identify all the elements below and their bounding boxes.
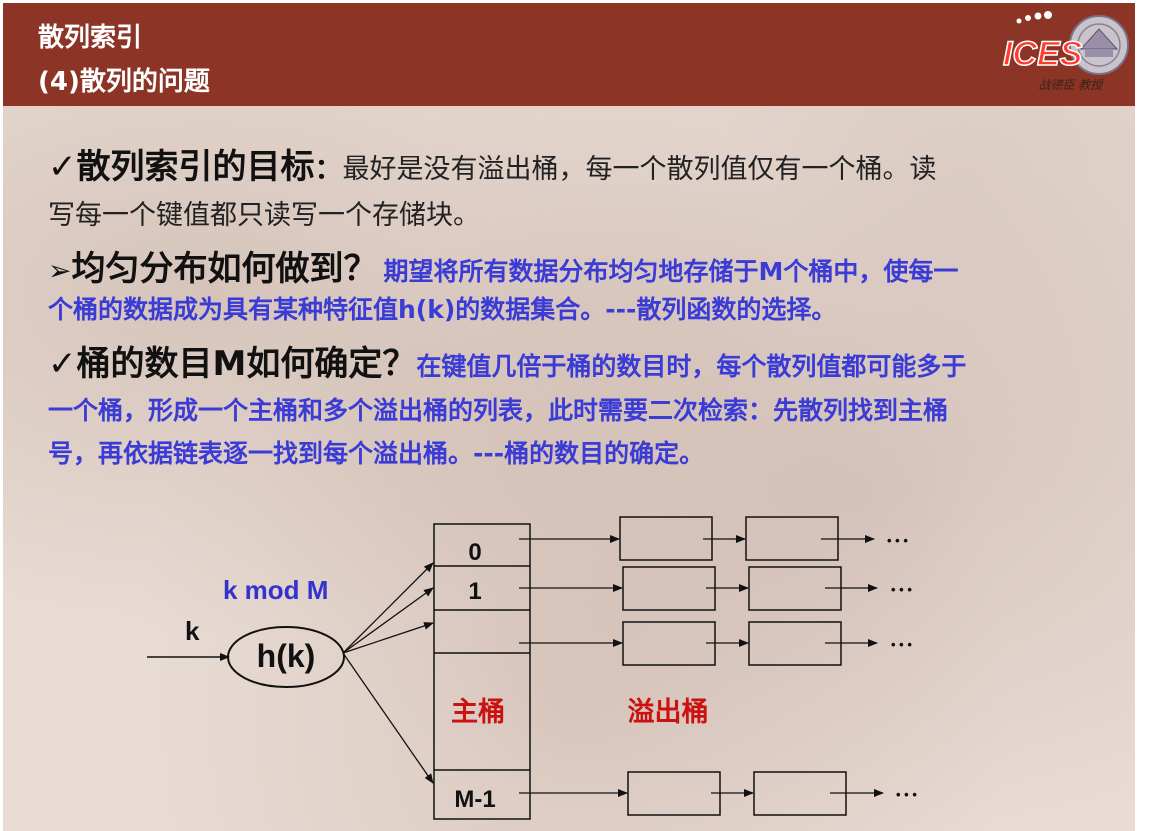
bucket-label-1: 1 (468, 578, 481, 605)
slide-title: (4)散列的问题 (38, 67, 210, 97)
uniform-paragraph-line2: 个桶的数据成为具有某种特征值h(k)的数据集合。---散列函数的选择。 (48, 290, 836, 326)
ellipsis-m1: • • • (896, 787, 917, 802)
uniform-text-line2: 个桶的数据成为具有某种特征值h(k)的数据集合。---散列函数的选择。 (48, 295, 837, 324)
primary-bucket-caption: 主桶 (451, 697, 505, 727)
uniform-heading: 均匀分布如何做到？ (71, 249, 378, 289)
overflow-bucket-m1-1 (627, 771, 721, 816)
bucket-count-paragraph-line3: 号，再依据链表逐一找到每个溢出桶。---桶的数目的确定。 (48, 434, 704, 470)
overflow-bucket-caption: 溢出桶 (628, 697, 709, 727)
bucket-count-heading: 桶的数目M如何确定？ (76, 344, 417, 384)
checkmark-icon: ✓ (48, 147, 77, 187)
input-key-label: k (185, 616, 200, 646)
goal-colon: ： (314, 152, 343, 185)
hash-function-ellipse (227, 626, 345, 688)
ices-logo: ICES (1002, 11, 1129, 75)
mod-label: k mod M (223, 575, 328, 605)
goal-text-line1: 最好是没有溢出桶，每一个散列值仅有一个桶。读 (342, 154, 937, 185)
hash-function-label: h(k) (257, 638, 316, 674)
checkmark-icon: ✓ (48, 344, 77, 384)
goal-heading: 散列索引的目标 (76, 147, 315, 187)
primary-bucket-array (433, 523, 531, 820)
ellipsis-1: • • • (891, 582, 912, 597)
bucket-label-0: 0 (468, 539, 481, 566)
overflow-bucket-1-1 (622, 566, 716, 611)
logo-caption: 战德臣 教授 (1038, 78, 1103, 92)
ellipsis-0: • • • (887, 533, 908, 548)
goal-text-line2: 写每一个键值都只读写一个存储块。 (48, 200, 480, 231)
hash-bucket-diagram: k mod M k h(k) 0 1 M-1 主桶 溢出桶 • • • (147, 516, 917, 820)
hash-arrow-1 (342, 587, 434, 654)
hash-arrow-2 (342, 622, 434, 654)
slide: 散列索引 (4)散列的问题 ICES 战德臣 教授 ✓散列索引的目标：最好是没有… (3, 3, 1135, 831)
section-title: 散列索引 (38, 23, 143, 53)
ellipsis-2: • • • (891, 637, 912, 652)
uniform-text-line1: 期望将所有数据分布均匀地存储于M个桶中，使每一 (383, 257, 959, 286)
bucket-count-paragraph-line1: ✓桶的数目M如何确定？在键值几倍于桶的数目时，每个散列值都可能多于 (48, 336, 966, 385)
logo-text: ICES (1003, 35, 1083, 73)
bucket-count-text-line3: 号，再依据链表逐一找到每个溢出桶。---桶的数目的确定。 (48, 439, 705, 468)
uniform-paragraph-line1: ➢均匀分布如何做到？期望将所有数据分布均匀地存储于M个桶中，使每一 (48, 241, 958, 290)
hash-arrow-m1 (342, 652, 434, 784)
bucket-count-text-line2: 一个桶，形成一个主桶和多个溢出桶的列表，此时需要二次检索：先散列找到主桶 (48, 396, 949, 425)
overflow-bucket-0-1 (619, 516, 713, 561)
bucket-count-paragraph-line2: 一个桶，形成一个主桶和多个溢出桶的列表，此时需要二次检索：先散列找到主桶 (48, 391, 948, 427)
overflow-bucket-2-1 (622, 621, 716, 666)
bucket-label-m1: M-1 (454, 786, 495, 813)
hash-arrow-0 (342, 562, 434, 654)
arrow-bullet-icon: ➢ (48, 254, 72, 287)
goal-paragraph-line2: 写每一个键值都只读写一个存储块。 (48, 193, 480, 232)
goal-paragraph-line1: ✓散列索引的目标：最好是没有溢出桶，每一个散列值仅有一个桶。读 (48, 139, 937, 188)
title-bar: 散列索引 (4)散列的问题 ICES 战德臣 教授 (3, 3, 1135, 106)
bucket-count-text-line1: 在键值几倍于桶的数目时，每个散列值都可能多于 (416, 352, 967, 381)
